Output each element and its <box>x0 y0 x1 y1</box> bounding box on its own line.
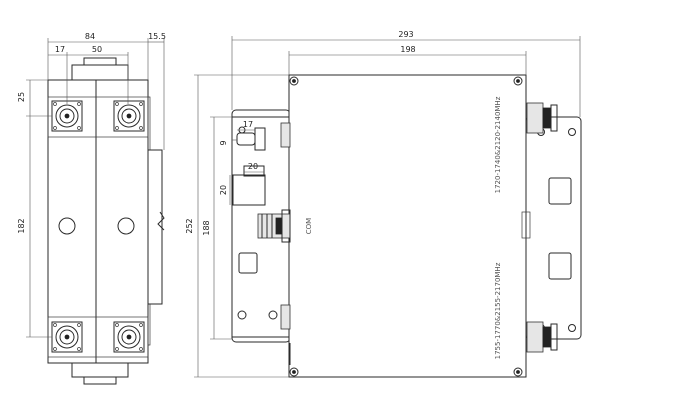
label-band-upper: 1720-1740&2120-2140MHz <box>494 96 502 193</box>
main-right-tuning-block <box>521 211 531 239</box>
side-connector-top-right <box>113 100 145 132</box>
main-output-connector-top <box>526 102 558 134</box>
dim-side-top: 25 <box>17 92 26 102</box>
side-break-line <box>157 211 165 231</box>
dim-side-width: 84 <box>85 32 95 41</box>
main-detail-connector-a <box>236 122 291 151</box>
dim-main-height: 252 <box>185 218 194 233</box>
side-connector-top-left <box>51 100 83 132</box>
dim-detail-width-a: 17 <box>243 120 253 129</box>
side-top-lug <box>71 64 129 80</box>
side-top-lug-inner <box>83 57 117 65</box>
side-dimensions <box>26 38 165 338</box>
side-bottom-lug <box>71 363 129 378</box>
side-connector-bottom-left <box>51 321 83 353</box>
side-right-flange <box>147 149 163 305</box>
side-mount-hole-right <box>117 217 135 235</box>
main-com-connector <box>257 209 291 243</box>
main-right-plate-features <box>521 128 576 332</box>
side-bottom-lug-inner <box>83 377 117 385</box>
main-detail-connector-b <box>232 165 266 206</box>
side-connector-band-bottom <box>47 316 149 358</box>
main-right-plate <box>525 116 582 340</box>
dim-detail-width-b: 20 <box>248 162 258 171</box>
main-corner-screws <box>289 76 523 377</box>
side-flange-step-top <box>148 96 151 150</box>
main-output-connector-bottom <box>526 321 558 353</box>
dim-side-offset: 15.5 <box>148 32 166 41</box>
side-flange-step-bottom <box>148 304 151 346</box>
dim-detail-height-a: 9 <box>219 140 228 145</box>
dim-side-port-spacing: 50 <box>92 45 102 54</box>
dim-detail-height-b: 20 <box>219 185 228 195</box>
side-mount-hole-left <box>58 217 76 235</box>
side-connector-bottom-right <box>113 321 145 353</box>
label-band-lower: 1755-1770&2155-2170MHz <box>494 262 502 359</box>
dim-main-body-width: 198 <box>400 45 415 54</box>
main-lower-connector-bracket <box>280 304 291 330</box>
side-view: 84 15.5 17 50 25 182 <box>17 32 166 385</box>
dim-side-height: 182 <box>17 218 26 233</box>
dim-main-width: 293 <box>398 30 413 39</box>
main-cover <box>288 74 527 378</box>
dim-side-port-left: 17 <box>55 45 65 54</box>
main-view: COM 1720-1740&2120-2140MHz 1755-1770&215… <box>185 30 582 378</box>
main-dimensions <box>194 36 581 378</box>
side-connector-band-top <box>47 96 149 138</box>
label-com: COM <box>305 218 313 234</box>
dim-main-body-height: 188 <box>202 220 211 235</box>
